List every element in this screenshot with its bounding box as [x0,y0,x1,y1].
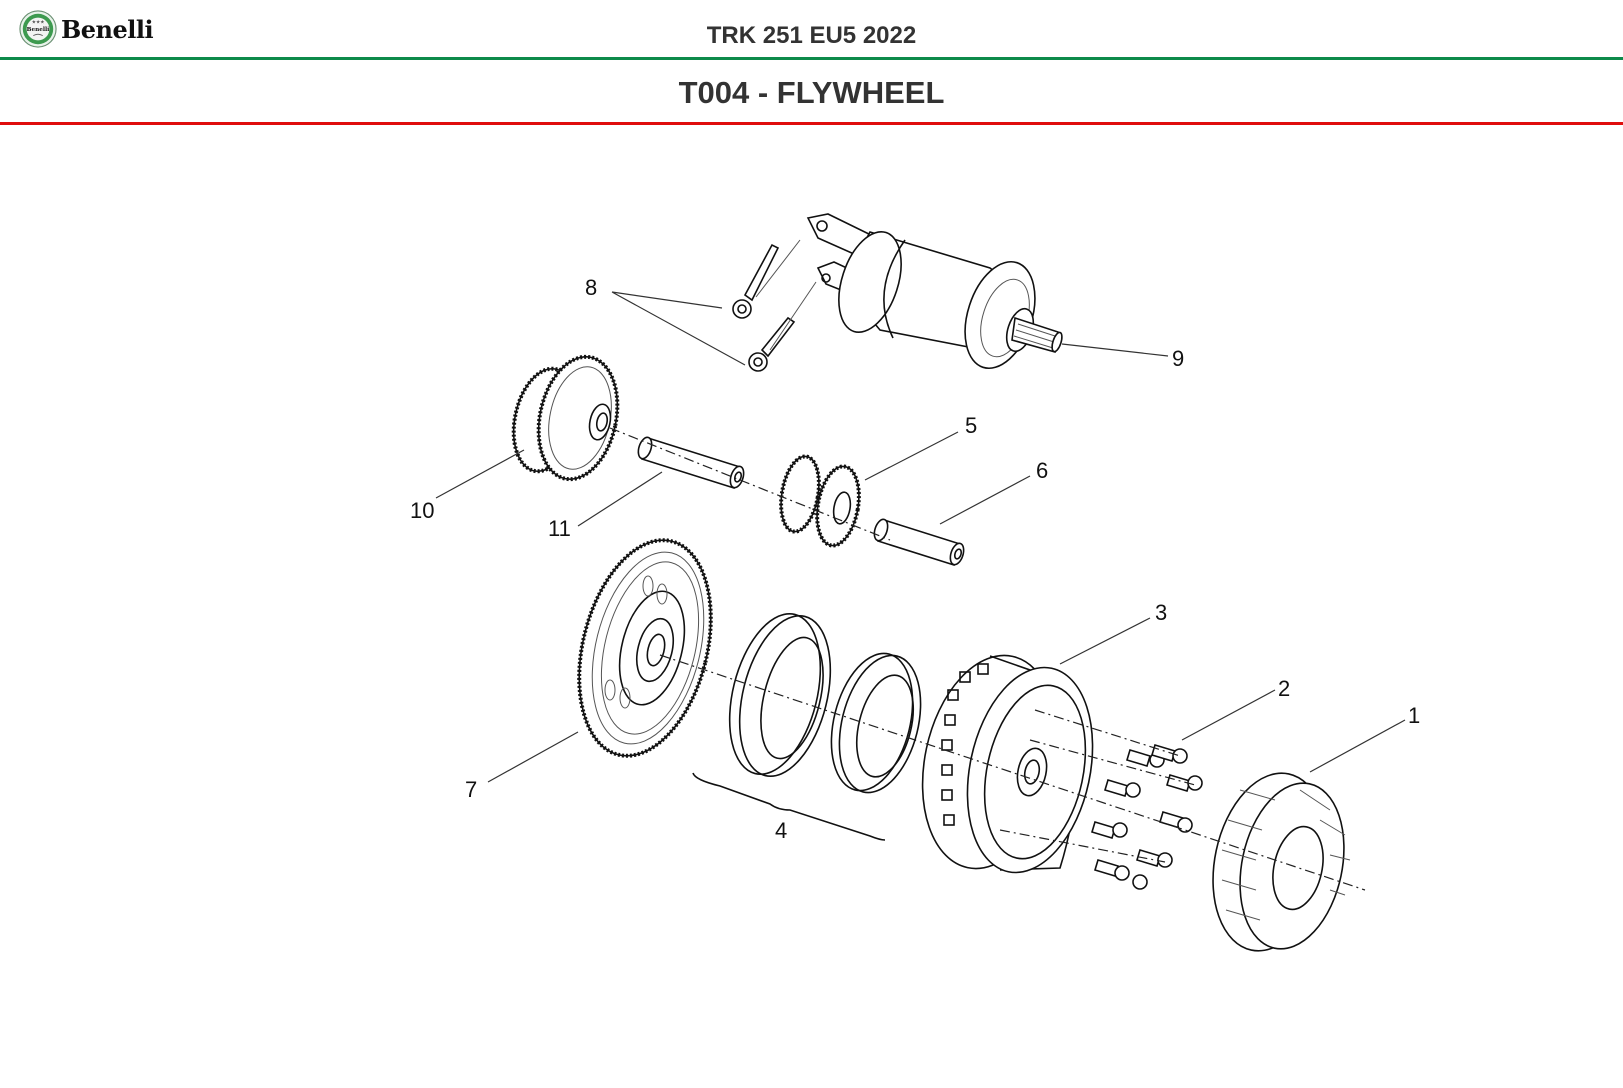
starter-motor [806,213,1063,370]
callout-8: 8 [585,275,597,300]
red-rule [0,122,1623,125]
one-way-clutch [692,612,922,841]
svg-text:Benelli: Benelli [27,27,51,33]
model-title: TRK 251 EU5 2022 [706,22,917,49]
brand-wordmark: Benelli [61,14,154,44]
starter-bolts [732,239,817,372]
callout-6: 6 [1036,458,1048,483]
section-title: T004 - FLYWHEEL [678,75,945,110]
assembly-axis-lines [609,427,1366,891]
page-header: Benelli ★★★ Benelli TRK 251 EU5 2022 [0,0,1623,58]
callout-5: 5 [965,413,977,438]
callout-11: 11 [548,516,571,541]
idler-shaft-short [873,518,965,567]
svg-text:★★★: ★★★ [32,19,46,25]
callout-7: 7 [465,777,477,802]
callout-2: 2 [1278,676,1290,701]
green-rule [0,57,1623,60]
callout-leaders [435,291,1406,783]
stator [1212,772,1351,952]
benelli-logo: Benelli ★★★ Benelli [19,8,154,50]
rotor-screws [1091,744,1203,890]
starter-ring-gear [577,538,713,758]
flywheel-rotor [921,654,1094,874]
callout-10: 10 [410,498,434,523]
idler-gear-double [779,454,861,548]
callout-3: 3 [1155,600,1167,625]
idler-gear-large [511,354,620,482]
callout-4: 4 [775,818,787,843]
callout-9: 9 [1172,346,1184,371]
benelli-badge-icon: Benelli ★★★ [19,10,57,48]
idler-shaft-long [637,436,745,490]
callout-1: 1 [1408,703,1420,728]
